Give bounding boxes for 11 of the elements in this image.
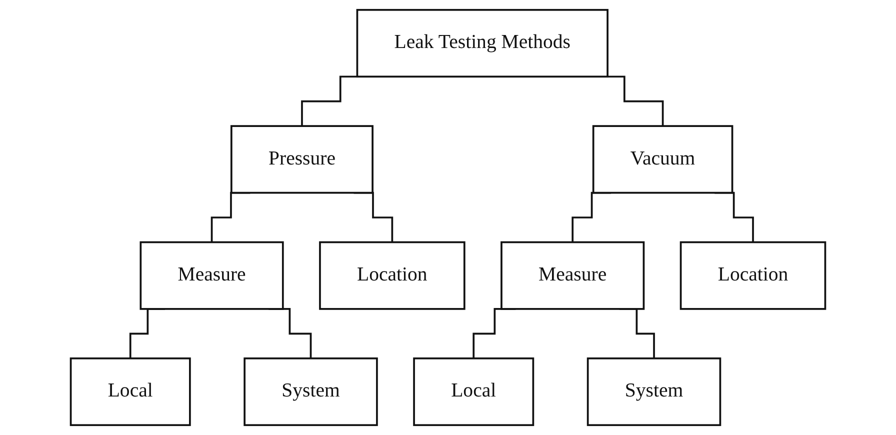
node-box: System [586, 357, 722, 426]
node-box: Measure [140, 241, 284, 310]
node-box: System [244, 357, 378, 426]
node-box: Vacuum [592, 125, 734, 194]
node-box: Pressure [230, 125, 374, 194]
node-box: Location [680, 241, 826, 310]
node-box: Leak Testing Methods [356, 8, 608, 78]
node-box: Local [413, 357, 534, 426]
node-box: Local [70, 357, 191, 426]
node-box: Measure [500, 241, 645, 310]
node-box: Location [319, 241, 466, 310]
